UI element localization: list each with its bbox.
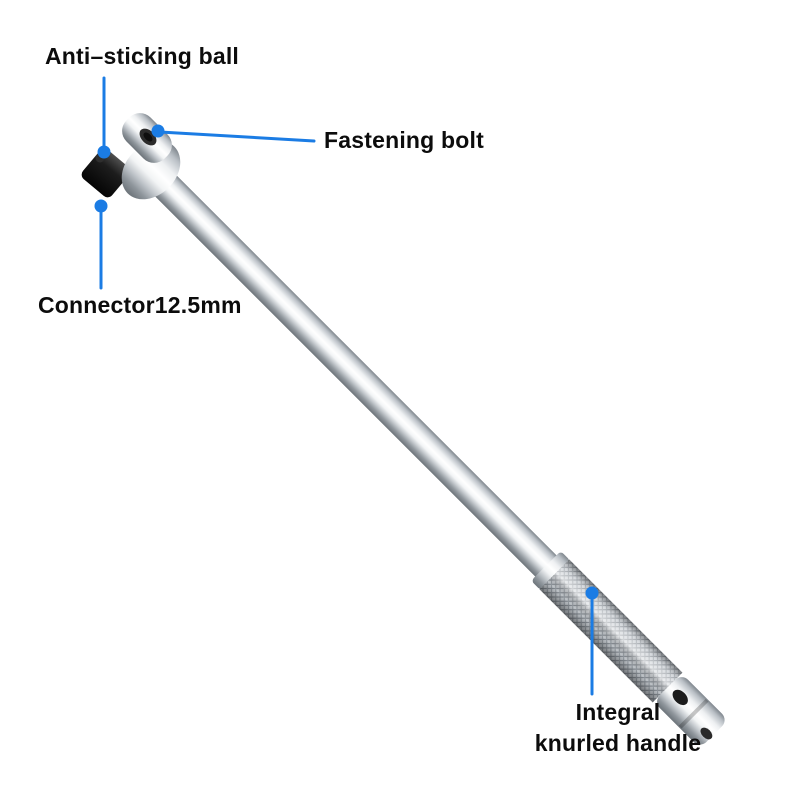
label-anti-sticking-ball: Anti–sticking ball xyxy=(45,43,240,69)
tip-slot xyxy=(700,727,713,740)
callout-leaders xyxy=(94,76,599,696)
head xyxy=(121,113,181,200)
label-fastening-bolt: Fastening bolt xyxy=(324,127,484,153)
shaft xyxy=(143,163,559,579)
callout-dot-anti-sticking-ball xyxy=(97,145,111,159)
callout-dot-connector xyxy=(94,199,108,213)
label-knurled-handle-line1: Integral xyxy=(575,699,661,725)
label-connector: Connector12.5mm xyxy=(38,292,242,318)
knurled-handle xyxy=(539,559,683,703)
end-cap xyxy=(657,677,725,745)
callout-dot-knurled-handle xyxy=(585,586,599,600)
callout-dot-fastening-bolt xyxy=(151,124,165,138)
hang-hole xyxy=(672,689,688,706)
label-knurled-handle-line2: knurled handle xyxy=(534,730,702,757)
label-knurled-handle: Integral knurled handle xyxy=(520,697,716,759)
callout-line-fastening-bolt xyxy=(158,130,316,143)
breaker-bar xyxy=(81,113,725,745)
